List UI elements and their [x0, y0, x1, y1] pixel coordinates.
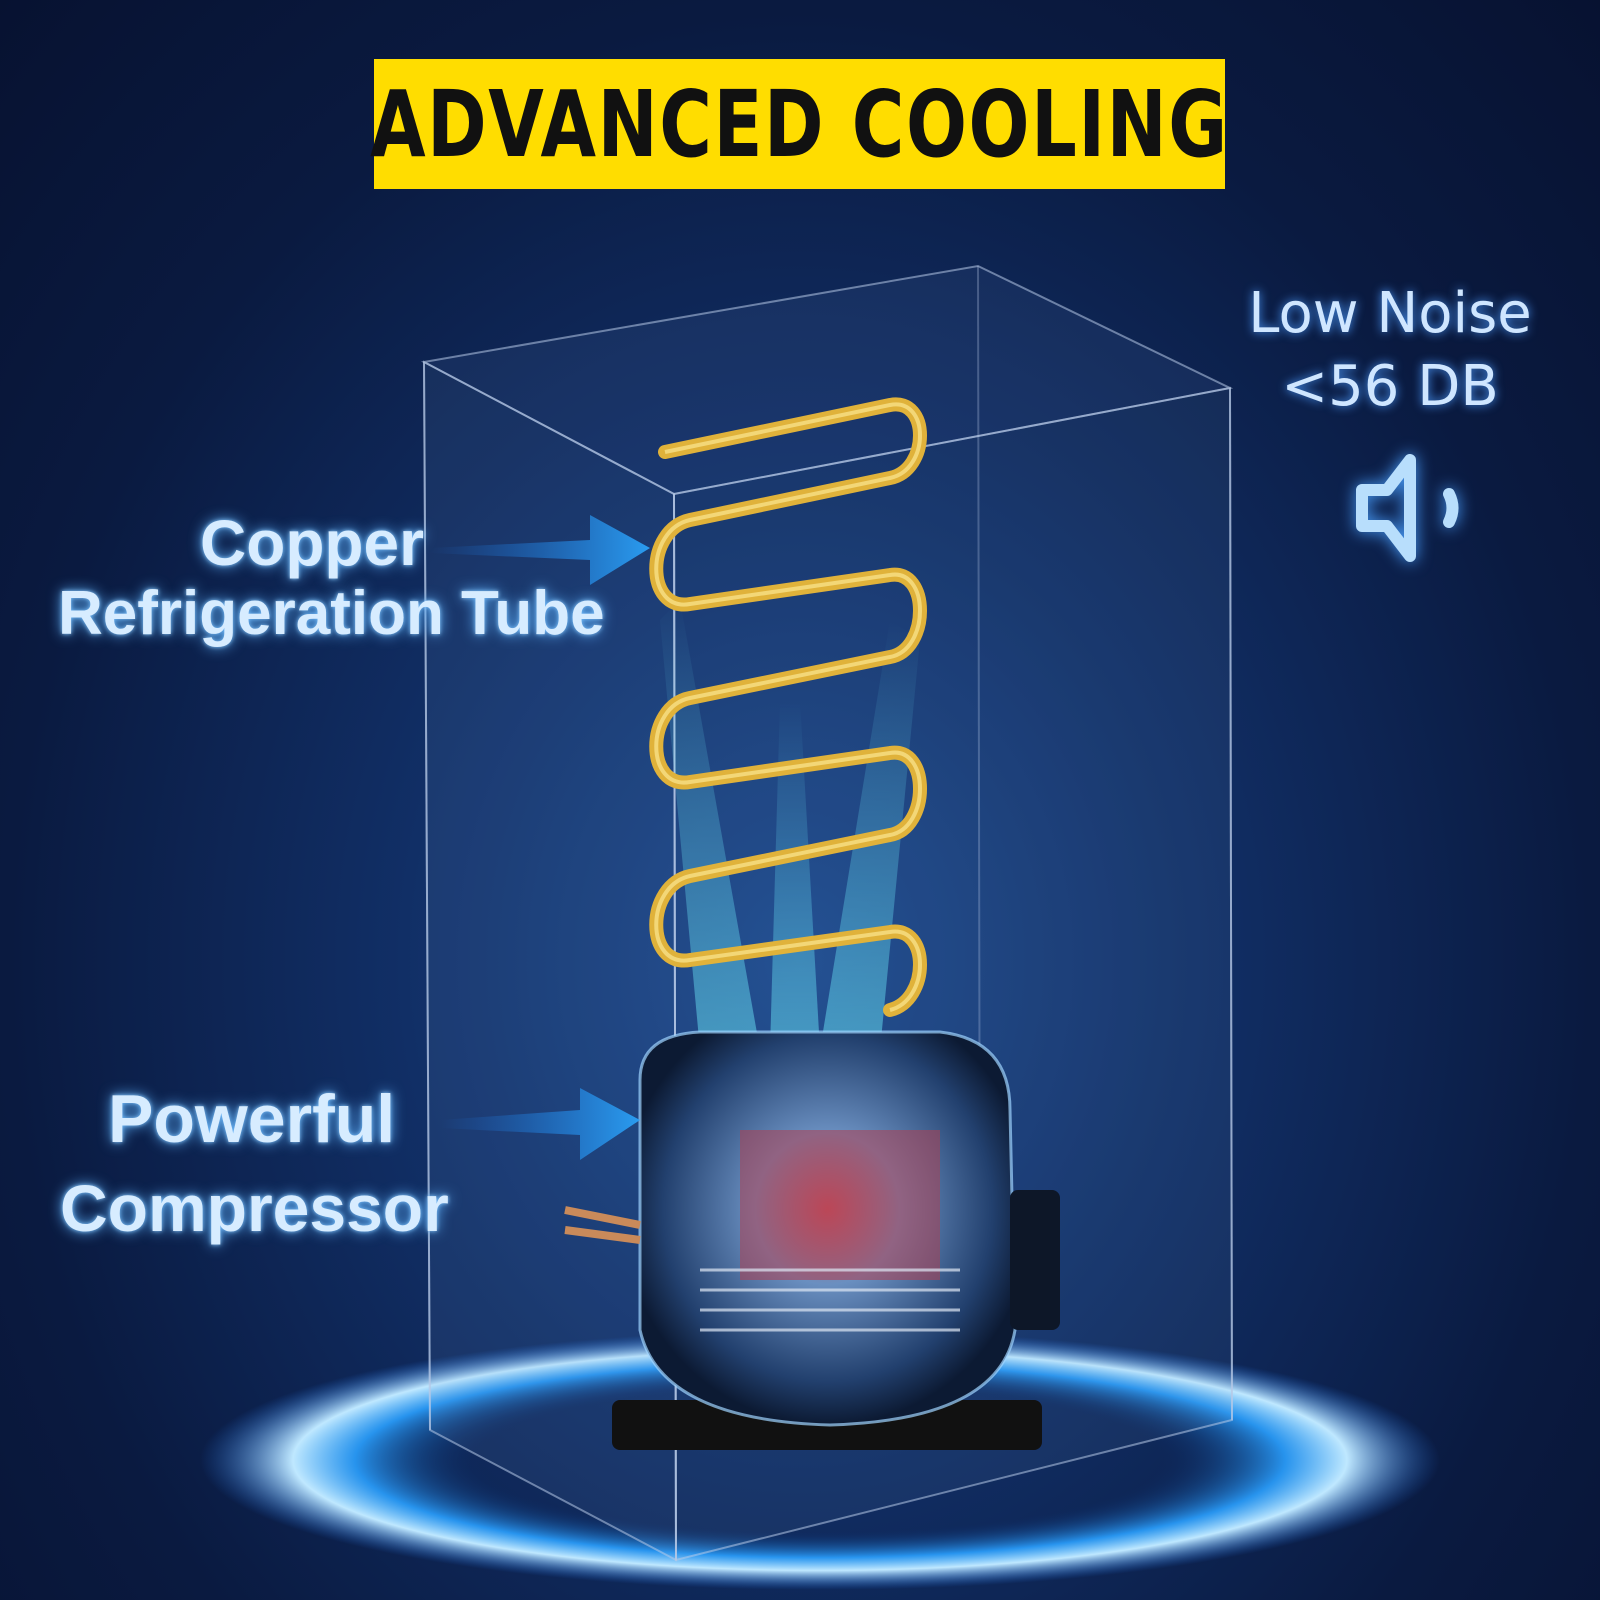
compressor-label-line1: Powerful — [108, 1081, 396, 1157]
compressor — [564, 1030, 1060, 1450]
copper-label-line1: Copper — [200, 507, 424, 579]
arrow-copper — [430, 515, 650, 585]
glow-ring — [200, 1330, 1440, 1590]
copper-label-line2: Refrigeration Tube — [58, 579, 605, 648]
title-banner: ADVANCED COOLING — [370, 59, 1227, 189]
arrow-compressor — [440, 1088, 640, 1160]
title: ADVANCED COOLING — [370, 70, 1229, 178]
speaker-icon — [1356, 454, 1459, 562]
low-noise-text: Low Noise <56 DB — [1240, 278, 1540, 424]
noise-level: <56 DB — [1281, 353, 1499, 419]
compressor-label-line2: Compressor — [60, 1171, 449, 1245]
low-noise-label: Low Noise — [1248, 281, 1532, 346]
